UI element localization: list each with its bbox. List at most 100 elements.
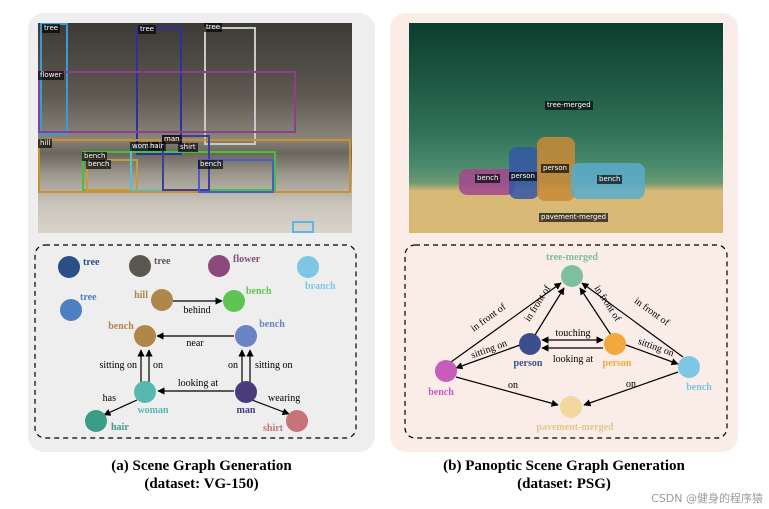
caption-scene-graph: (a) Scene Graph Generation (dataset: VG-… [28,457,375,493]
node-bench-orange [134,325,156,347]
edge-label-woman-sitting-on: sitting on [99,360,137,371]
edge-person-blue-front-tree [534,287,565,336]
node-person-blue [519,333,541,355]
node-label-bench-green: bench [246,286,272,297]
psg-label-bench-pink: bench [475,174,501,183]
edge-bench-cyan-front-tree [581,282,684,358]
psg-photo: tree-merged person bench person bench pa… [409,23,723,233]
bbox-flower [38,71,296,133]
node-label-hair: hair [111,422,129,433]
psg-graph-frame [404,244,728,439]
node-hair [85,410,107,432]
node-man [235,381,257,403]
node-label-woman: woman [137,405,169,416]
bbox-hill [38,139,351,193]
node-tree-merged [561,265,583,287]
edge-label-in-front-of-3: in front of [591,284,623,325]
edge-wearing [251,399,290,416]
caption-b-line2: (dataset: PSG) [517,476,611,492]
edge-label-sitting-on-1: sitting on [470,338,509,361]
node-label-tree-merged: tree-merged [546,252,598,263]
bbox-tree-2 [136,27,182,155]
edge-person-orange-front-tree [579,287,612,336]
edge-label-has: has [103,393,116,404]
psg-label-person-blue: person [509,172,537,181]
edge-label-wearing: wearing [268,393,300,404]
vg150-photo: tree tree tree flower hill bench bench w… [38,23,352,233]
node-label-tree-3: tree [80,292,97,303]
photo-label-tree-2: tree [138,25,157,34]
node-bench-cyan [678,356,700,378]
psg-label-person-orange: person [541,164,569,173]
photo-label-hair: hair [148,142,166,151]
edge-label-near: near [186,338,204,349]
photo-label-bench-3: bench [198,160,224,169]
photo-label-woman: woman [130,142,160,151]
edge-label-behind: behind [183,305,210,316]
node-label-person-blue: person [514,358,543,369]
node-label-man: man [237,405,256,416]
node-label-flower: flower [233,254,261,265]
caption-a-line1: (a) Scene Graph Generation [111,458,292,474]
bbox-bench-2 [86,159,138,191]
node-bench-green [223,290,245,312]
bbox-branch [292,221,314,233]
photo-label-bench-2: bench [86,160,112,169]
psg-label-tree-merged: tree-merged [545,101,593,110]
edge-label-woman-on: on [153,360,163,371]
edge-label-on-1: on [508,380,518,391]
node-label-bench-pink: bench [428,387,454,398]
node-hill [151,289,173,311]
node-bench-pink [435,360,457,382]
psg-label-pavement-merged: pavement-merged [539,213,609,222]
edge-label-looking-at: looking at [178,378,218,389]
bbox-bench-3 [198,159,274,193]
node-pavement-merged [560,396,582,418]
node-tree-3 [60,299,82,321]
edge-bench-pink-on-pavement [455,376,559,407]
caption-a-line2: (dataset: VG-150) [144,476,259,492]
node-shirt [286,410,308,432]
node-flower [208,255,230,277]
node-label-tree-1: tree [83,257,100,268]
node-label-bench-orange: bench [108,321,134,332]
edge-bench-cyan-on-pavement [583,371,679,407]
edge-person-blue-sitting-bench [455,344,521,370]
edge-label-in-front-of-1: in front of [469,301,509,334]
node-label-pavement-merged: pavement-merged [536,422,614,433]
node-label-bench-blue: bench [259,319,285,330]
edge-label-man-on: on [228,360,238,371]
photo-label-hill: hill [38,139,53,148]
photo-label-man: man [162,135,182,144]
edge-bench-pink-front-tree [450,282,562,363]
edge-label-on-2: on [626,379,636,390]
edge-label-in-front-of-2: in front of [522,283,553,324]
photo-label-bench-1: bench [82,152,108,161]
edge-label-touching: touching [556,328,591,339]
node-woman [134,381,156,403]
node-branch [297,256,319,278]
edge-has [103,399,138,416]
node-label-hill: hill [134,290,148,301]
node-person-orange [604,333,626,355]
photo-label-flower: flower [38,71,64,80]
node-label-tree-2: tree [154,256,171,267]
node-tree-1 [58,256,80,278]
caption-b-line1: (b) Panoptic Scene Graph Generation [443,458,685,474]
photo-label-tree-1: tree [42,24,61,33]
node-bench-blue [235,325,257,347]
node-label-person-orange: person [603,358,632,369]
photo-label-shirt: shirt [178,143,198,152]
photo-label-tree-3: tree [204,23,223,32]
csdn-watermark: CSDN @健身的程序猿 [651,492,763,505]
psg-label-bench-cyan: bench [597,175,623,184]
node-label-shirt: shirt [263,423,284,434]
edge-person-orange-sitting-bench [625,344,679,366]
node-label-branch: branch [305,281,336,292]
bbox-tree-3 [204,27,256,145]
caption-panoptic-scene-graph: (b) Panoptic Scene Graph Generation (dat… [390,457,738,493]
edge-label-man-sitting-on: sitting on [255,360,293,371]
edge-label-looking-at-psg: looking at [553,354,593,365]
